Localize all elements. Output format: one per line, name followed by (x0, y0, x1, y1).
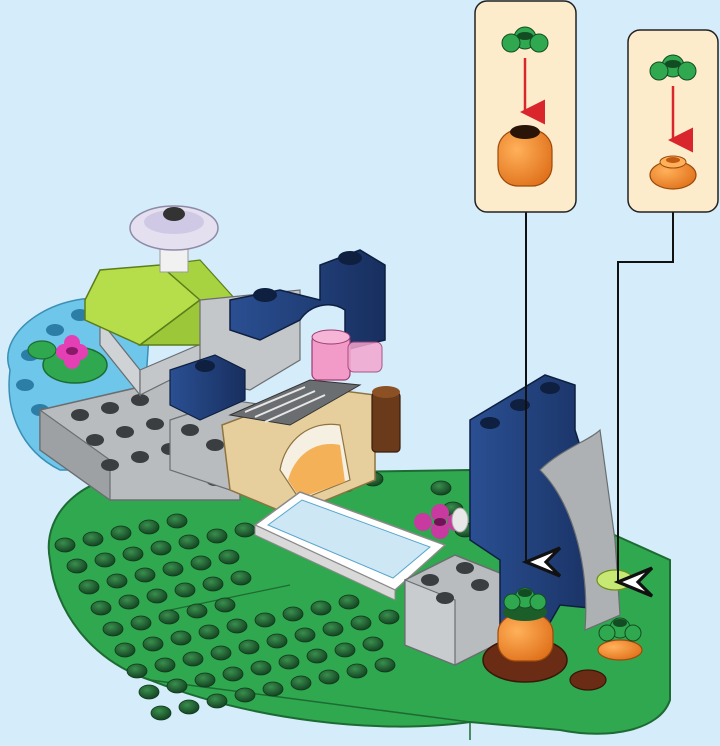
stud (147, 589, 167, 603)
callout-connector-2 (618, 212, 673, 582)
stud (379, 610, 399, 624)
stud (223, 667, 243, 681)
stud (139, 520, 159, 534)
stud (267, 634, 287, 648)
stud (131, 616, 151, 630)
stud (115, 643, 135, 657)
stud (111, 526, 131, 540)
stud (263, 682, 283, 696)
stud (179, 535, 199, 549)
stud (175, 583, 195, 597)
stud (219, 550, 239, 564)
stud (191, 556, 211, 570)
stud (123, 547, 143, 561)
stud (239, 640, 259, 654)
stud (231, 571, 251, 585)
stud (139, 685, 159, 699)
stud (431, 481, 451, 495)
stud (91, 601, 111, 615)
callout-panel-1 (475, 1, 576, 212)
stud (195, 673, 215, 687)
stud (135, 568, 155, 582)
stud (167, 679, 187, 693)
stud (283, 607, 303, 621)
stud (375, 658, 395, 672)
stud (339, 595, 359, 609)
stud (295, 628, 315, 642)
glitter-lamp (130, 206, 218, 272)
stud (363, 637, 383, 651)
stud (95, 553, 115, 567)
stud (179, 700, 199, 714)
stud (163, 562, 183, 576)
stud (255, 613, 275, 627)
stud (335, 643, 355, 657)
navy-arch-back (230, 250, 385, 350)
stud (323, 622, 343, 636)
stud (291, 676, 311, 690)
stud (203, 577, 223, 591)
stud (167, 514, 187, 528)
stud (207, 529, 227, 543)
brown-barrel (372, 386, 400, 452)
stud (187, 604, 207, 618)
stud (55, 538, 75, 552)
stud (251, 661, 271, 675)
stud (155, 658, 175, 672)
stud (127, 664, 147, 678)
stud (215, 598, 235, 612)
stud (151, 706, 171, 720)
stud (171, 631, 191, 645)
stud (183, 652, 203, 666)
stud (347, 664, 367, 678)
callout-panel-2 (628, 30, 718, 212)
orange-round-brick-icon (498, 125, 552, 186)
stud (207, 694, 227, 708)
stud (235, 688, 255, 702)
stud (227, 619, 247, 633)
stud (107, 574, 127, 588)
stud (151, 541, 171, 555)
stud (279, 655, 299, 669)
stud (199, 625, 219, 639)
stud (319, 670, 339, 684)
stud (211, 646, 231, 660)
stud (119, 595, 139, 609)
stud (79, 580, 99, 594)
stud (67, 559, 87, 573)
stud (103, 622, 123, 636)
stud (311, 601, 331, 615)
stud (83, 532, 103, 546)
stud (351, 616, 371, 630)
stud (235, 523, 255, 537)
stud (307, 649, 327, 663)
stud (143, 637, 163, 651)
stud (159, 610, 179, 624)
